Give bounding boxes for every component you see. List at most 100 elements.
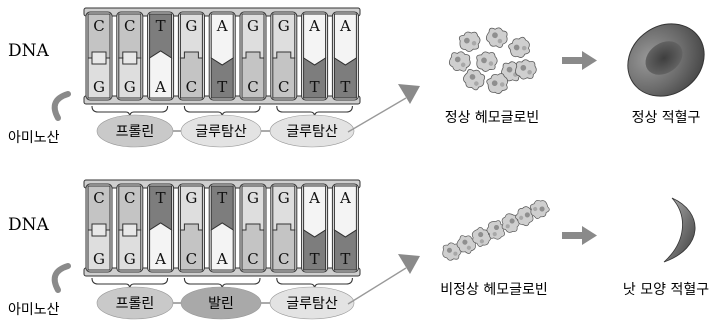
base-letter: T xyxy=(217,78,227,96)
base-letter: C xyxy=(124,189,135,207)
amino-acid-bead xyxy=(96,286,174,320)
base-shape xyxy=(210,222,234,271)
base-letter: G xyxy=(247,17,259,35)
base-letter: T xyxy=(156,189,166,207)
hemoglobin-molecule xyxy=(476,51,498,72)
arrow-icon xyxy=(562,226,597,245)
arrow-icon xyxy=(347,84,420,133)
base-shape xyxy=(87,57,111,99)
base-letter: T xyxy=(340,78,350,96)
sickle-cell-icon xyxy=(663,197,696,263)
curved-arrow-icon xyxy=(51,91,71,121)
base-shape xyxy=(179,223,203,271)
amino-acid-name: 프롤린 xyxy=(116,296,155,312)
base-letter: C xyxy=(186,250,197,268)
curved-arrow-icon xyxy=(51,263,71,293)
base-letter: A xyxy=(339,189,351,207)
base-letter: T xyxy=(310,250,320,268)
arrow-icon xyxy=(347,254,420,305)
hemoglobin-molecule xyxy=(449,51,471,72)
base-shape xyxy=(149,50,173,99)
amino-acid-name: 글루탐산 xyxy=(195,124,247,140)
base-shape xyxy=(303,57,327,99)
base-shape xyxy=(87,229,111,271)
base-letter: A xyxy=(339,17,351,35)
arrow-icon xyxy=(562,51,597,70)
base-letter: G xyxy=(278,189,290,207)
normal-red-blood-cell-icon xyxy=(627,23,705,97)
base-letter: A xyxy=(308,17,320,35)
base-letter: A xyxy=(308,189,320,207)
base-shape xyxy=(118,229,142,271)
base-letter: G xyxy=(124,250,136,268)
base-letter: G xyxy=(93,250,105,268)
hemoglobin-molecule xyxy=(529,200,550,219)
base-letter: G xyxy=(278,17,290,35)
base-letter: G xyxy=(247,189,259,207)
base-letter: G xyxy=(185,17,197,35)
base-letter: G xyxy=(124,78,136,96)
hemoglobin-molecule xyxy=(515,59,537,80)
amino-acid-name: 프롤린 xyxy=(116,124,155,140)
hemoglobin-molecule xyxy=(485,27,508,48)
base-letter: A xyxy=(154,78,166,96)
amino-acid-name: 발린 xyxy=(208,296,234,312)
amino-acid-name: 글루탐산 xyxy=(286,296,338,312)
base-letter: C xyxy=(93,189,104,207)
normal-red-blood-cell-label: 정상 적혈구 xyxy=(632,110,701,126)
base-letter: C xyxy=(247,78,258,96)
amino-acid-chain-mutant: 프롤린 발린 글루탐산 xyxy=(96,286,355,320)
base-letter: G xyxy=(93,78,105,96)
base-letter: C xyxy=(93,17,104,35)
base-letter: C xyxy=(186,78,197,96)
normal-hemoglobin-label: 정상 헤모글로빈 xyxy=(445,110,540,126)
base-letter: G xyxy=(185,189,197,207)
base-shape xyxy=(179,51,203,99)
dna-label: DNA xyxy=(8,41,50,61)
hemoglobin-molecule xyxy=(458,31,481,52)
amino-acid-bead xyxy=(180,114,262,148)
base-letter: A xyxy=(216,17,228,35)
base-letter: T xyxy=(310,78,320,96)
base-shape xyxy=(333,229,357,271)
base-letter: T xyxy=(156,17,166,35)
base-shape xyxy=(272,223,296,271)
base-letter: C xyxy=(124,17,135,35)
hemoglobin-molecule xyxy=(486,220,505,240)
abnormal-hemoglobin-fiber-icon xyxy=(442,200,550,261)
hemoglobin-molecule xyxy=(515,206,535,227)
normal-hemoglobin-icon xyxy=(449,27,537,94)
hemoglobin-molecule xyxy=(471,226,492,247)
base-shape xyxy=(272,51,296,99)
base-letter: T xyxy=(340,250,350,268)
amino-acid-bead xyxy=(96,114,174,148)
sickle-cell-label: 낫 모양 적혈구 xyxy=(623,282,709,298)
base-shape xyxy=(241,51,265,99)
base-letter: A xyxy=(216,250,228,268)
hemoglobin-molecule xyxy=(486,73,509,94)
hemoglobin-molecule xyxy=(463,68,486,91)
hemoglobin-molecule xyxy=(456,235,477,254)
amino-acid-label: 아미노산 xyxy=(8,130,60,146)
base-shape xyxy=(118,57,142,99)
base-shape xyxy=(149,222,173,271)
base-letter: A xyxy=(154,250,166,268)
base-shape xyxy=(333,57,357,99)
base-letter: C xyxy=(278,78,289,96)
amino-acid-label: 아미노산 xyxy=(8,302,60,318)
amino-acid-bead xyxy=(269,286,355,320)
abnormal-hemoglobin-label: 비정상 헤모글로빈 xyxy=(440,282,548,298)
base-shape xyxy=(241,223,265,271)
base-letter: C xyxy=(278,250,289,268)
amino-acid-bead xyxy=(269,114,355,148)
amino-acid-bead xyxy=(180,286,262,320)
hemoglobin-molecule xyxy=(508,36,530,58)
base-letter: T xyxy=(217,189,227,207)
